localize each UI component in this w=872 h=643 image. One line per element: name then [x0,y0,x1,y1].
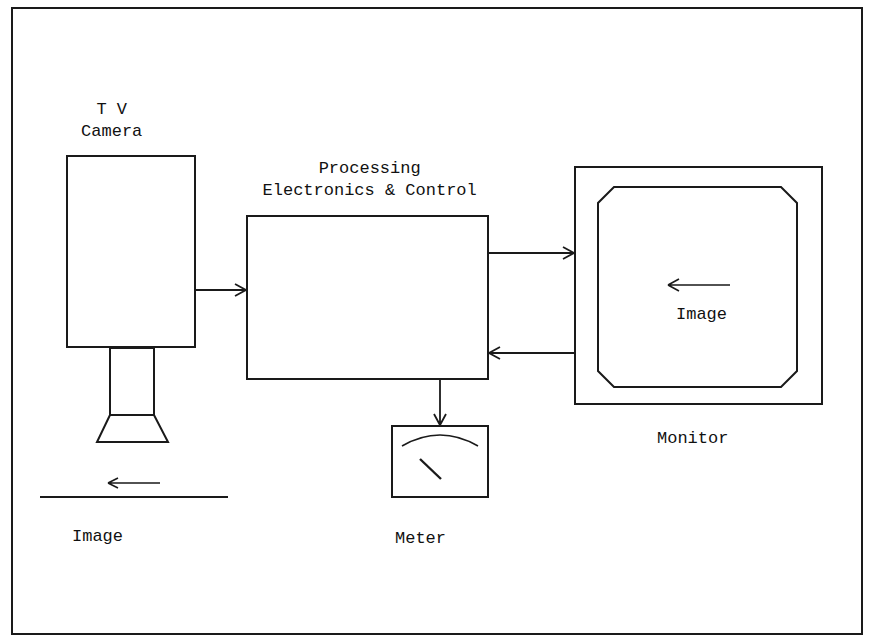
node-label: Monitor [657,428,728,450]
text-holder: Processing Electronics & Control [260,158,479,202]
screen-outline [598,187,797,387]
label-holder: Image [72,526,123,548]
lens-hood [97,415,168,442]
node-label: Image [676,304,727,326]
text-holder: T V Camera [76,99,147,143]
direction-arrow [108,478,160,488]
outer-frame [12,8,862,634]
signal-arrow [434,380,446,425]
signal-arrow [196,284,246,296]
monitor-screen: Image [598,187,797,387]
node-label: Meter [395,528,446,550]
screen-outline [598,187,797,387]
meter-needle [420,459,441,479]
process-box: Processing Electronics & Control [246,215,489,380]
signal-arrow [489,347,574,359]
text-holder: Monitor [657,428,728,450]
text-holder: Meter [395,528,446,550]
direction-arrow [668,279,730,291]
lens-barrel [110,348,154,415]
monitor-housing: MonitorImage [574,166,823,405]
meter-box: Meter [391,425,489,498]
node-label: T V Camera [76,99,147,143]
meter-scale [402,435,478,446]
signal-arrow [489,247,574,259]
camera-box: T V Camera [66,155,196,348]
node-label: Processing Electronics & Control [260,158,479,202]
text-holder: Image [676,304,727,326]
image-label: Image [72,526,123,548]
image-line [40,496,228,498]
